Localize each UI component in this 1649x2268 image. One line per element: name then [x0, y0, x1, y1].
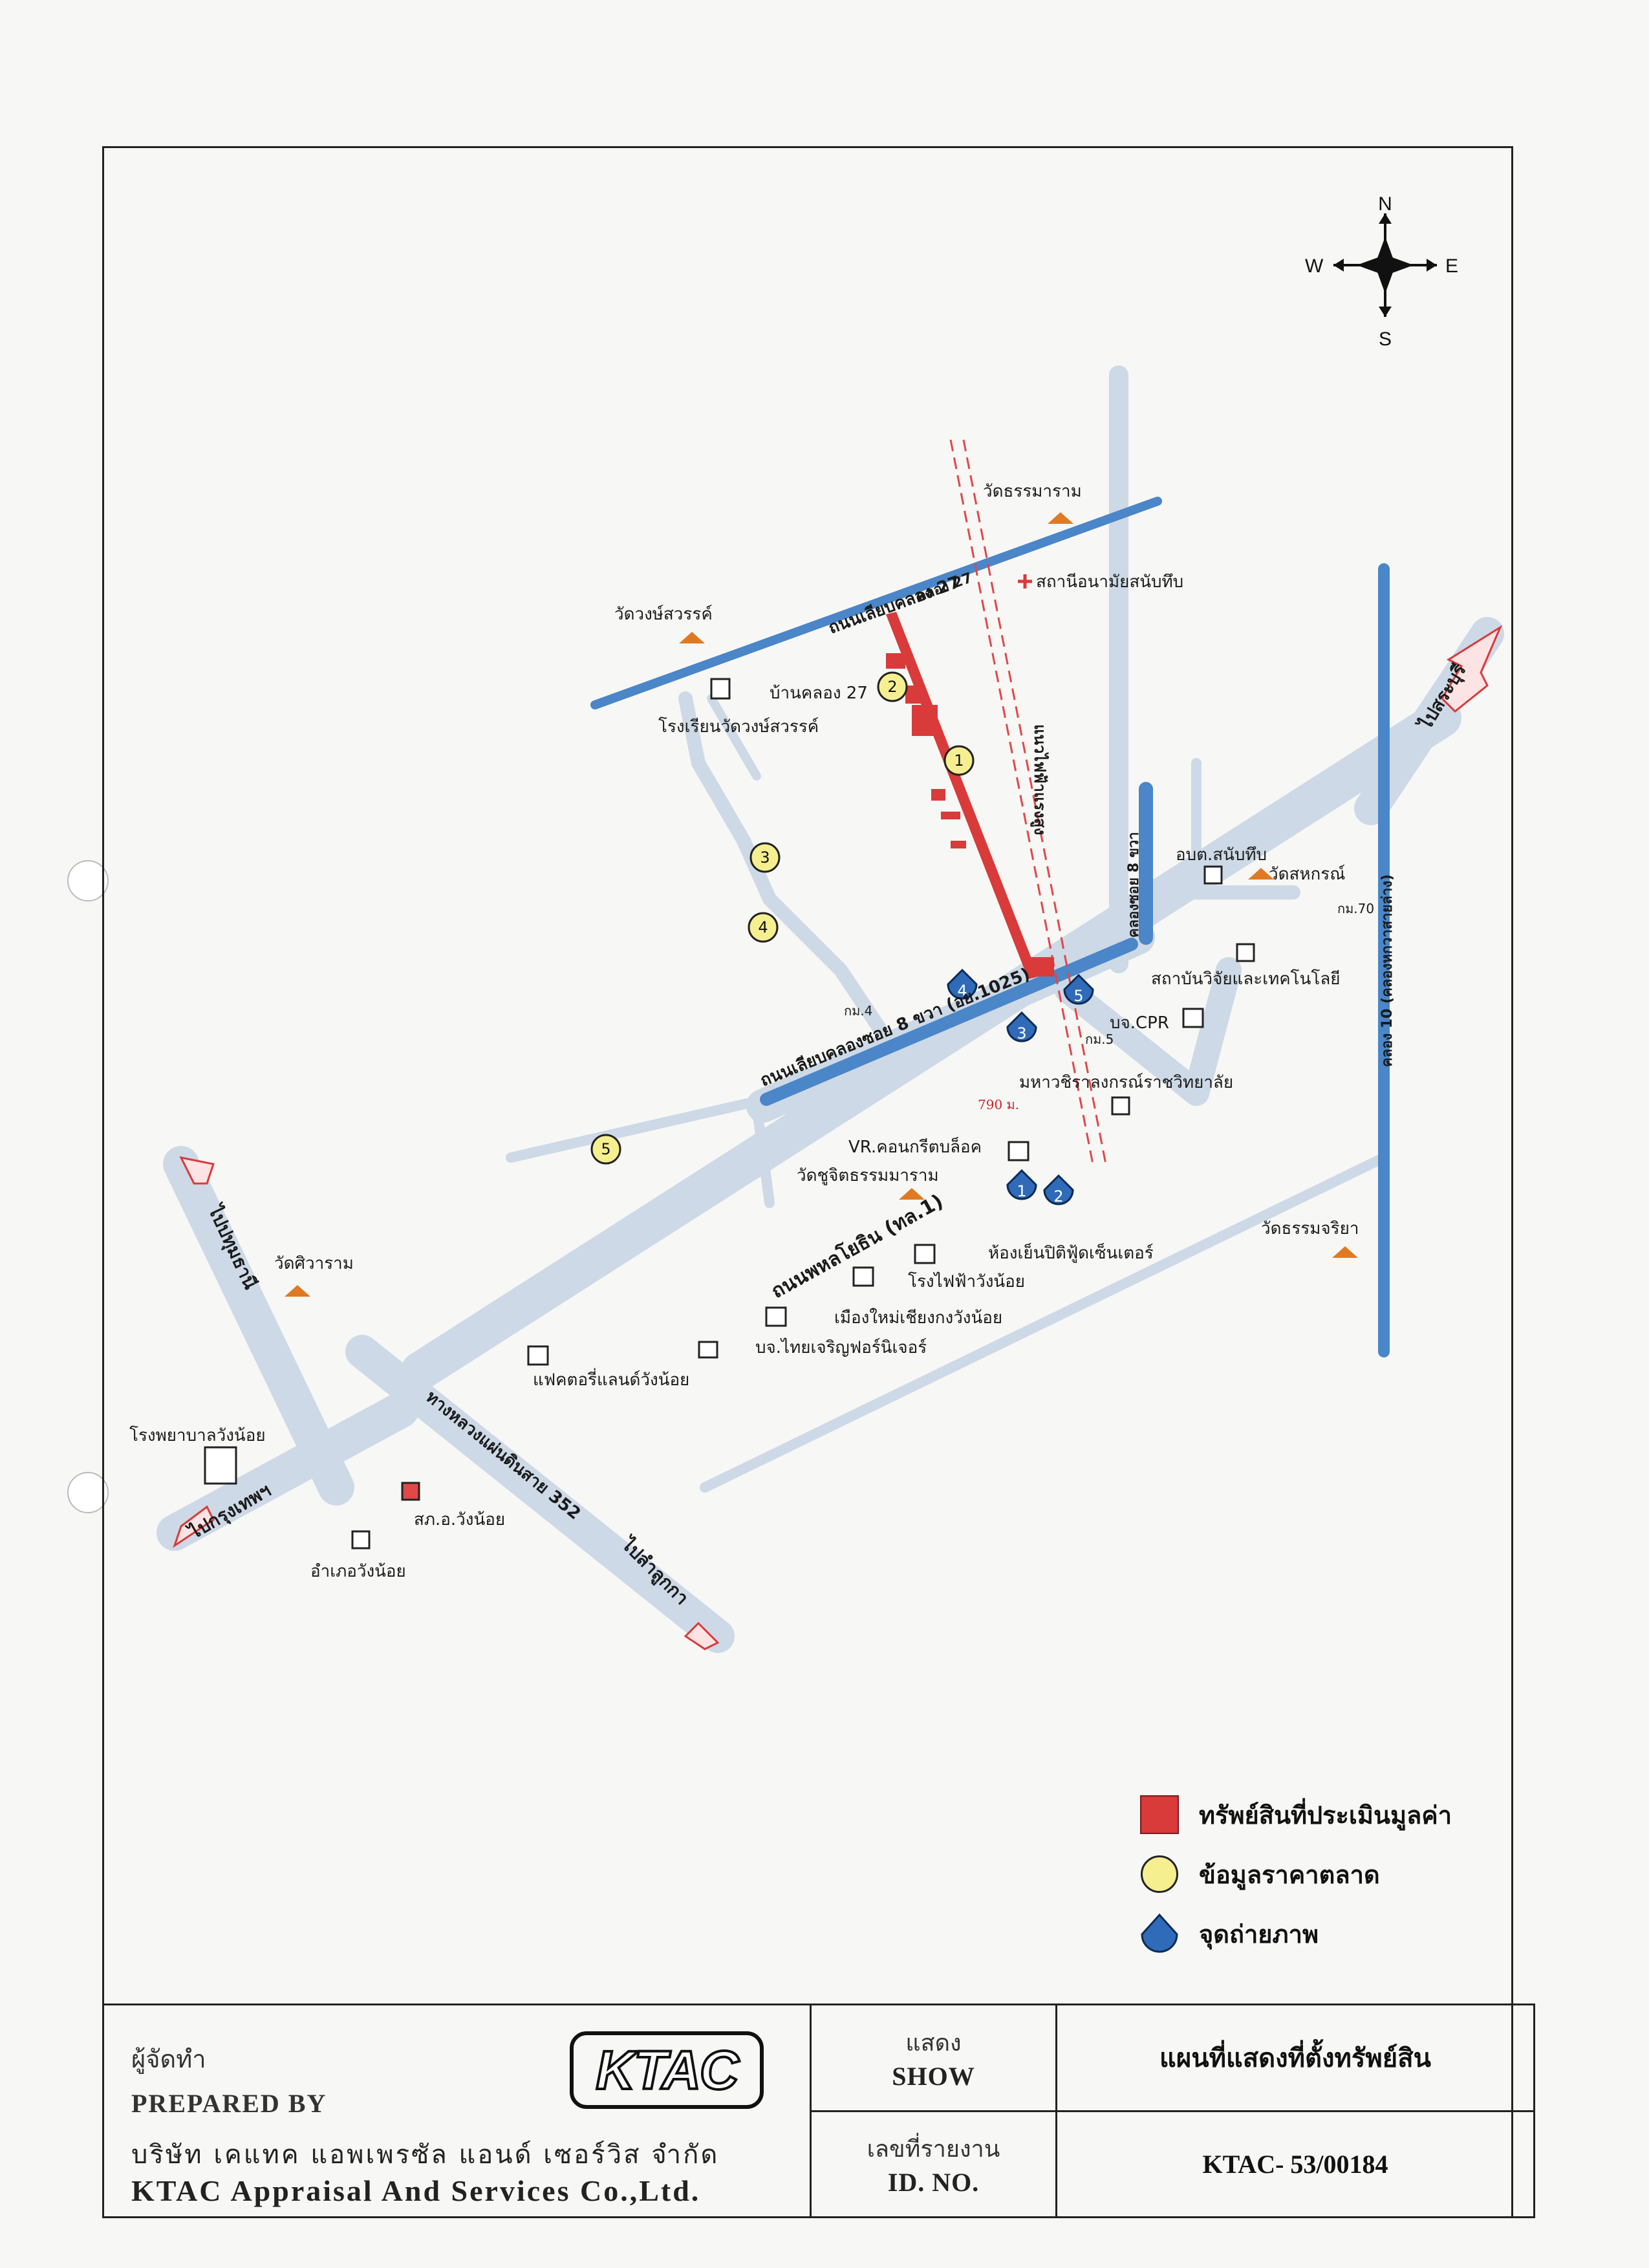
label-khlong10: คลอง 10 (คลองหกวาสายล่าง) [1379, 874, 1396, 1067]
road-hwy352 [345, 1335, 735, 1653]
blue-marker-icon [1141, 1913, 1178, 1953]
label-column: แสดง SHOW เลขที่รายงาน ID. NO. [812, 2005, 1057, 2216]
svg-text:E: E [1445, 255, 1458, 277]
svg-text:3: 3 [1017, 1024, 1026, 1042]
red-square-icon [1140, 1795, 1179, 1834]
svg-text:1: 1 [954, 751, 964, 770]
label-factory-land: แฟคตอรี่แลนด์วังน้อย [533, 1368, 689, 1390]
label-km70: กม.70 [1337, 901, 1374, 916]
label-wat-wong-sawan: วัดวงษ์สวรรค์ [614, 605, 713, 624]
prepared-by-th: ผู้จัดทำ [131, 2045, 206, 2073]
ktac-logo: KTAC [570, 2031, 764, 2109]
legend-item-market: ข้อมูลราคาตลาด [1138, 1844, 1500, 1904]
subject-property [886, 612, 1054, 979]
building-icons [204, 678, 1255, 1550]
compass-rose: N S E W [1305, 193, 1458, 350]
label-power-plant: โรงไฟฟ้าวังน้อย [908, 1271, 1025, 1291]
legend-item-property: ทรัพย์สินที่ประเมินมูลค่า [1138, 1785, 1500, 1844]
canal-soi8 [760, 938, 1138, 1106]
label-research: สถาบันวิจัยและเทคโนโลยี [1151, 969, 1341, 989]
label-obt: อบต.สนับทึบ [1176, 845, 1267, 865]
preparer-cell: ผู้จัดทำ PREPARED BY KTAC บริษัท เคแทค แ… [104, 2005, 812, 2216]
label-health-station: สถานีอนามัยสนับทึบ [1036, 572, 1183, 592]
label-wat-thammachariya: วัดธรรมจริยา [1261, 1219, 1359, 1238]
label-new-city: เมืองใหม่เชียงกงวังน้อย [834, 1308, 1002, 1328]
map-title: แผนที่แสดงที่ตั้งทรัพย์สิน [1159, 2043, 1431, 2073]
label-wat-sivaram: วัดศิวาราม [274, 1254, 354, 1273]
label-university: มหาวชิราลงกรณ์ราชวิทยาลัย [1019, 1073, 1233, 1092]
company-name-th: บริษัท เคแทค แอพเพรซัล แอนด์ เซอร์วิส จำ… [131, 2140, 720, 2170]
svg-text:4: 4 [957, 982, 967, 1000]
punch-hole-top [67, 860, 109, 902]
road-to-bangkok [156, 1392, 419, 1551]
label-ban-khlong27: บ้านคลอง 27 [770, 684, 868, 703]
legend-label: ทรัพย์สินที่ประเมินมูลค่า [1199, 1800, 1452, 1830]
svg-text:5: 5 [1073, 987, 1083, 1005]
yellow-circle-icon [1141, 1855, 1178, 1893]
svg-text:4: 4 [758, 918, 768, 936]
value-column: แผนที่แสดงที่ตั้งทรัพย์สิน KTAC- 53/0018… [1057, 2005, 1533, 2216]
label-khlong8: คลองซอย 8 ขวา [1126, 832, 1142, 938]
road-network [156, 365, 1504, 1653]
svg-text:2: 2 [887, 678, 897, 696]
title-block: ผู้จัดทำ PREPARED BY KTAC บริษัท เคแทค แ… [102, 2003, 1535, 2218]
health-cross [1018, 574, 1032, 589]
road-curve [1183, 957, 1242, 1106]
road-south-diagonal [700, 1152, 1389, 1493]
road-village-west [678, 691, 887, 1035]
show-cell: แสดง SHOW [892, 2029, 975, 2091]
canal-khlong27 [590, 497, 1162, 709]
road-phahon [401, 698, 1461, 1390]
label-powerline: แนวไฟฟ้าแรงสูง [1030, 724, 1050, 835]
canals [590, 497, 1390, 1357]
map-title-cell: แผนที่แสดงที่ตั้งทรัพย์สิน [1057, 2005, 1533, 2110]
svg-text:2: 2 [1053, 1187, 1063, 1205]
prepared-by-en: PREPARED BY [131, 2089, 327, 2118]
report-id: KTAC- 53/00184 [1202, 2149, 1388, 2179]
label-cold-storage: ห้องเย็นปิติฟู้ดเซ็นเตอร์ [988, 1242, 1154, 1263]
svg-text:W: W [1305, 255, 1324, 277]
label-wat-chu-chit: วัดชูจิตธรรมมาราม [797, 1166, 939, 1185]
company-name-en: KTAC Appraisal And Services Co.,Ltd. [131, 2174, 701, 2207]
report-id-cell: KTAC- 53/00184 [1057, 2110, 1533, 2217]
svg-text:S: S [1379, 329, 1392, 350]
label-police: สภ.อ.วังน้อย [414, 1510, 505, 1529]
road-pathum [163, 1146, 354, 1506]
svg-text:3: 3 [760, 848, 770, 867]
photo-markers [947, 968, 1094, 1205]
svg-text:1: 1 [1017, 1182, 1026, 1200]
svg-text:N: N [1378, 193, 1392, 215]
temple-icons [285, 512, 1358, 1297]
legend-label: จุดถ่ายภาพ [1199, 1919, 1319, 1949]
id-cell: เลขที่รายงาน ID. NO. [812, 2110, 1055, 2217]
label-district-office: อำเภอวังน้อย [310, 1562, 406, 1581]
powerline [949, 439, 1107, 1165]
label-distance: 790 ม. [978, 1097, 1019, 1112]
direction-arrows [173, 625, 1503, 1650]
label-wat-sahakorn: วัดสหกรณ์ [1269, 865, 1345, 884]
market-markers [590, 671, 975, 1165]
label-thai-charoen: บจ.ไทยเจริญฟอร์นิเจอร์ [755, 1337, 927, 1357]
label-hospital: โรงพยาบาลวังน้อย [129, 1425, 266, 1445]
road-university [1054, 977, 1209, 1106]
label-cpr: บจ.CPR [1110, 1013, 1169, 1033]
label-school: โรงเรียนวัดวงษ์สวรรค์ [658, 717, 819, 737]
label-wat-thammaram: วัดธรรมาราม [983, 482, 1082, 501]
punch-hole-bottom [67, 1472, 109, 1513]
legend-item-photo: จุดถ่ายภาพ [1138, 1904, 1500, 1963]
svg-text:5: 5 [601, 1140, 610, 1158]
label-km5: กม.5 [1085, 1031, 1114, 1047]
legend-label: ข้อมูลราคาตลาด [1199, 1860, 1380, 1889]
map-legend: ทรัพย์สินที่ประเมินมูลค่า ข้อมูลราคาตลาด… [1138, 1785, 1500, 1963]
label-hwy352: ทางหลวงแผ่นดินสาย 352 [422, 1387, 585, 1524]
label-km4: กม.4 [844, 1003, 872, 1019]
label-vr: VR.คอนกรีตบล็อค [848, 1136, 982, 1157]
road-village-spur [707, 694, 761, 781]
